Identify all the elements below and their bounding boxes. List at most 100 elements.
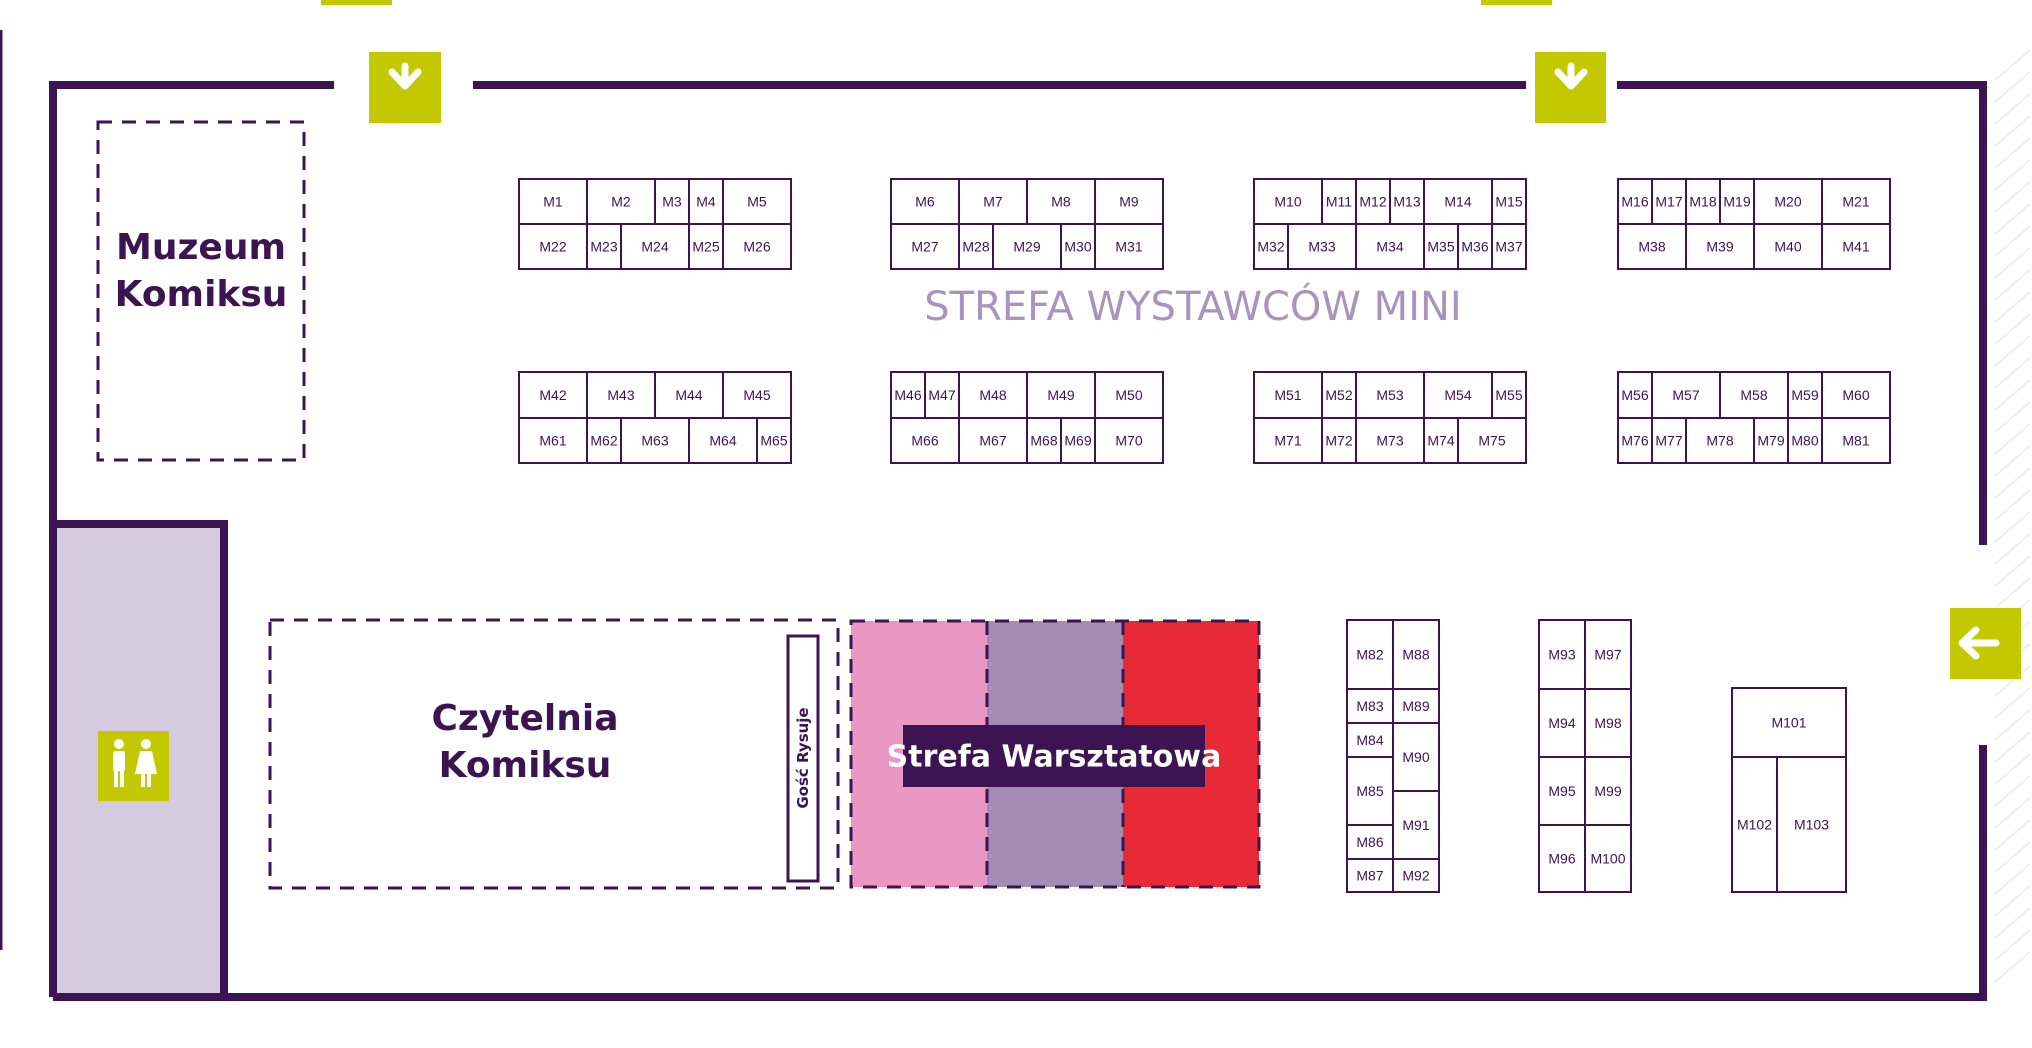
booth-m18[interactable]: M18 [1685,178,1721,225]
booth-m100[interactable]: M100 [1584,824,1632,893]
booth-m69[interactable]: M69 [1060,417,1096,464]
booth-m101[interactable]: M101 [1731,687,1847,758]
booth-m34[interactable]: M34 [1355,223,1425,270]
booth-m16[interactable]: M16 [1617,178,1653,225]
booth-m49[interactable]: M49 [1026,371,1096,419]
booth-m103[interactable]: M103 [1776,756,1847,893]
booth-m91[interactable]: M91 [1392,790,1440,860]
booth-m36[interactable]: M36 [1457,223,1493,270]
booth-m80[interactable]: M80 [1787,417,1823,464]
booth-m24[interactable]: M24 [620,223,690,270]
booth-m44[interactable]: M44 [654,371,724,419]
muzeum-komiksu-zone[interactable] [96,120,306,462]
booth-m99[interactable]: M99 [1584,756,1632,826]
booth-m52[interactable]: M52 [1321,371,1357,419]
booth-m35[interactable]: M35 [1423,223,1459,270]
booth-m81[interactable]: M81 [1821,417,1891,464]
booth-m70[interactable]: M70 [1094,417,1164,464]
booth-m55[interactable]: M55 [1491,371,1527,419]
booth-m21[interactable]: M21 [1821,178,1891,225]
booth-m46[interactable]: M46 [890,371,926,419]
booth-m60[interactable]: M60 [1821,371,1891,419]
czytelnia-komiksu-zone[interactable] [268,618,840,890]
booth-m50[interactable]: M50 [1094,371,1164,419]
booth-m87[interactable]: M87 [1346,858,1394,893]
booth-m73[interactable]: M73 [1355,417,1425,464]
booth-m78[interactable]: M78 [1685,417,1755,464]
booth-m89[interactable]: M89 [1392,688,1440,724]
booth-m97[interactable]: M97 [1584,619,1632,690]
booth-m20[interactable]: M20 [1753,178,1823,225]
booth-m64[interactable]: M64 [688,417,758,464]
booth-m29[interactable]: M29 [992,223,1062,270]
booth-m74[interactable]: M74 [1423,417,1459,464]
booth-m37[interactable]: M37 [1491,223,1527,270]
booth-m14[interactable]: M14 [1423,178,1493,225]
booth-m96[interactable]: M96 [1538,824,1586,893]
booth-m5[interactable]: M5 [722,178,792,225]
booth-m33[interactable]: M33 [1287,223,1357,270]
booth-m93[interactable]: M93 [1538,619,1586,690]
gosc-rysuje-box[interactable] [786,634,820,883]
booth-m27[interactable]: M27 [890,223,960,270]
booth-m48[interactable]: M48 [958,371,1028,419]
booth-m53[interactable]: M53 [1355,371,1425,419]
booth-m43[interactable]: M43 [586,371,656,419]
booth-m92[interactable]: M92 [1392,858,1440,893]
booth-m65[interactable]: M65 [756,417,792,464]
booth-m68[interactable]: M68 [1026,417,1062,464]
booth-m30[interactable]: M30 [1060,223,1096,270]
booth-m77[interactable]: M77 [1651,417,1687,464]
booth-m95[interactable]: M95 [1538,756,1586,826]
booth-m90[interactable]: M90 [1392,722,1440,792]
booth-m45[interactable]: M45 [722,371,792,419]
booth-m86[interactable]: M86 [1346,824,1394,860]
booth-m75[interactable]: M75 [1457,417,1527,464]
booth-m47[interactable]: M47 [924,371,960,419]
booth-m67[interactable]: M67 [958,417,1028,464]
booth-m15[interactable]: M15 [1491,178,1527,225]
booth-m23[interactable]: M23 [586,223,622,270]
booth-m79[interactable]: M79 [1753,417,1789,464]
booth-m17[interactable]: M17 [1651,178,1687,225]
booth-m19[interactable]: M19 [1719,178,1755,225]
booth-m58[interactable]: M58 [1719,371,1789,419]
booth-m9[interactable]: M9 [1094,178,1164,225]
booth-m98[interactable]: M98 [1584,688,1632,758]
booth-m85[interactable]: M85 [1346,756,1394,826]
booth-m57[interactable]: M57 [1651,371,1721,419]
booth-m4[interactable]: M4 [688,178,724,225]
booth-m61[interactable]: M61 [518,417,588,464]
booth-m2[interactable]: M2 [586,178,656,225]
booth-m59[interactable]: M59 [1787,371,1823,419]
booth-m1[interactable]: M1 [518,178,588,225]
booth-m8[interactable]: M8 [1026,178,1096,225]
booth-m22[interactable]: M22 [518,223,588,270]
booth-m82[interactable]: M82 [1346,619,1394,690]
booth-m25[interactable]: M25 [688,223,724,270]
booth-m94[interactable]: M94 [1538,688,1586,758]
booth-m63[interactable]: M63 [620,417,690,464]
booth-m11[interactable]: M11 [1321,178,1357,225]
entrance-top-left[interactable] [369,52,441,123]
booth-m76[interactable]: M76 [1617,417,1653,464]
booth-m72[interactable]: M72 [1321,417,1357,464]
booth-m12[interactable]: M12 [1355,178,1391,225]
booth-m13[interactable]: M13 [1389,178,1425,225]
booth-m3[interactable]: M3 [654,178,690,225]
booth-m88[interactable]: M88 [1392,619,1440,690]
booth-m84[interactable]: M84 [1346,722,1394,758]
booth-m54[interactable]: M54 [1423,371,1493,419]
booth-m56[interactable]: M56 [1617,371,1653,419]
booth-m6[interactable]: M6 [890,178,960,225]
booth-m38[interactable]: M38 [1617,223,1687,270]
booth-m28[interactable]: M28 [958,223,994,270]
booth-m71[interactable]: M71 [1253,417,1323,464]
booth-m66[interactable]: M66 [890,417,960,464]
entrance-top-right[interactable] [1535,52,1606,123]
booth-m10[interactable]: M10 [1253,178,1323,225]
booth-m102[interactable]: M102 [1731,756,1778,893]
booth-m62[interactable]: M62 [586,417,622,464]
entrance-right[interactable] [1950,608,2021,679]
booth-m41[interactable]: M41 [1821,223,1891,270]
